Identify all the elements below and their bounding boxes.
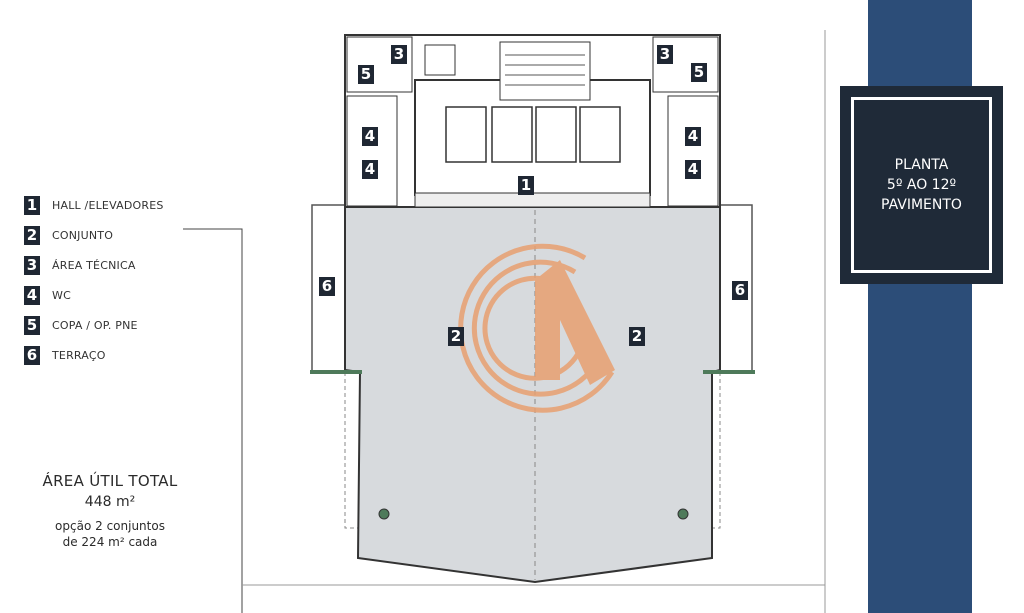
plan-label-terraco: 6 xyxy=(732,281,748,300)
leader-line xyxy=(183,228,243,613)
title-line-2: 5º AO 12º xyxy=(886,177,957,193)
plan-label-area-tecnica: 3 xyxy=(391,45,407,64)
stairs xyxy=(499,41,591,101)
plan-label-wc: 4 xyxy=(362,127,378,146)
floor-title-box: PLANTA 5º AO 12º PAVIMENTO xyxy=(840,86,1003,284)
plan-label-terraco: 6 xyxy=(319,277,335,296)
elevators xyxy=(445,106,621,163)
area-summary: ÁREA ÚTIL TOTAL 448 m² opção 2 conjuntos… xyxy=(20,472,200,550)
plan-label-hall: 1 xyxy=(518,176,534,195)
title-line-1: PLANTA xyxy=(894,157,949,173)
plan-label-area-tecnica: 3 xyxy=(657,45,673,64)
plan-label-copa: 5 xyxy=(358,65,374,84)
area-value: 448 m² xyxy=(84,494,136,510)
plan-label-copa: 5 xyxy=(691,63,707,82)
area-title: ÁREA ÚTIL TOTAL xyxy=(42,472,178,490)
column xyxy=(677,508,689,520)
plan-label-conjunto: 2 xyxy=(629,327,645,346)
plan-label-conjunto: 2 xyxy=(448,327,464,346)
column xyxy=(378,508,390,520)
title-line-3: PAVIMENTO xyxy=(881,197,962,213)
plan-label-wc: 4 xyxy=(362,160,378,179)
area-note-1: opção 2 conjuntos xyxy=(55,519,165,533)
logo-watermark xyxy=(458,243,615,413)
plan-label-wc: 4 xyxy=(685,160,701,179)
area-note-2: de 224 m² cada xyxy=(62,535,158,549)
plan-label-wc: 4 xyxy=(685,127,701,146)
